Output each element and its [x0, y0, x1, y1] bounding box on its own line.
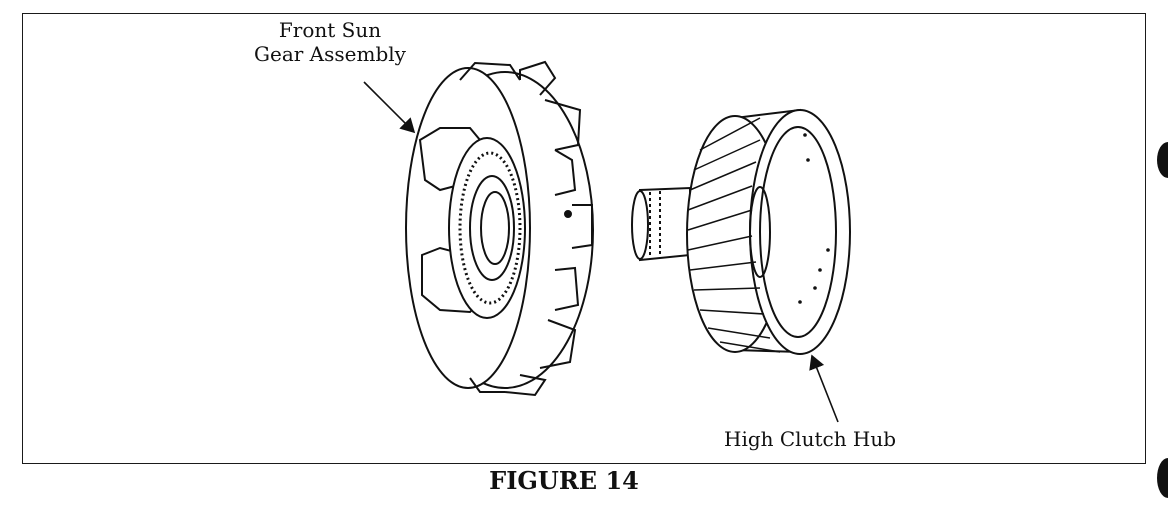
front-sun-leader-arrow [363, 81, 416, 134]
front-sun-gear-label: Front Sun Gear Assembly [240, 18, 420, 66]
high-clutch-hub [631, 108, 851, 355]
figure-caption: FIGURE 14 [489, 466, 639, 495]
front-sun-label-line1: Front Sun [278, 18, 382, 42]
front-sun-label-line2: Gear Assembly [254, 42, 406, 66]
figure-frame [22, 13, 1146, 464]
edge-hole-mark-bottom [1157, 458, 1168, 498]
high-clutch-hub-label: High Clutch Hub [724, 427, 897, 451]
edge-hole-mark-top [1157, 142, 1168, 178]
front-sun-gear-assembly [405, 60, 594, 397]
high-clutch-leader-arrow [809, 354, 839, 423]
